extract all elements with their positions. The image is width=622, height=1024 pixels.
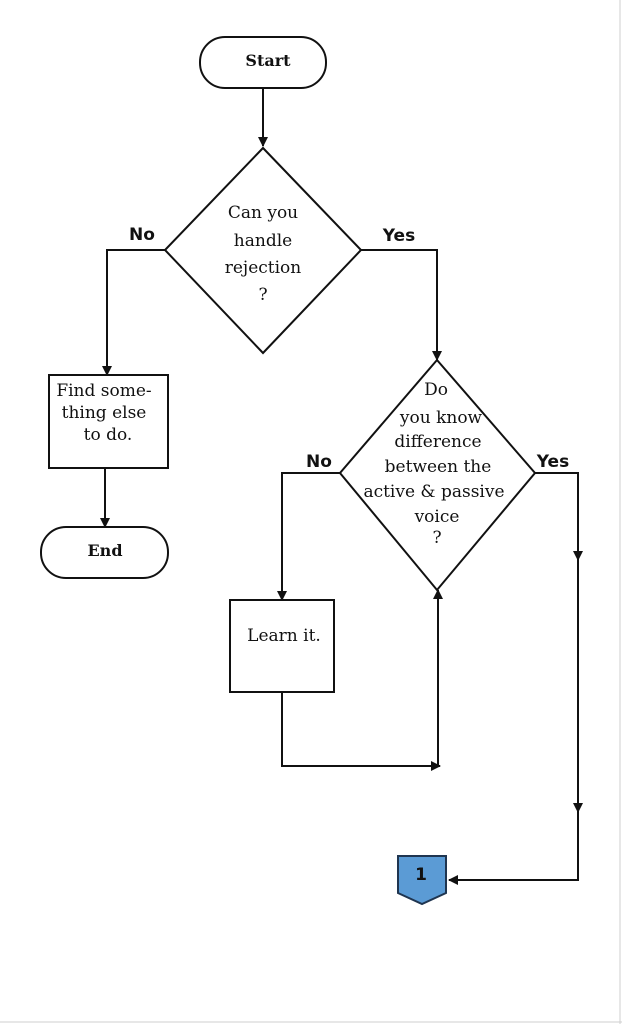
edge-label-q-voice-yes: Yes — [536, 452, 569, 472]
process-find-else-shape — [48, 374, 169, 469]
process-learn-it-shape — [229, 599, 335, 693]
decision-voice-line-4: between the — [385, 457, 492, 477]
process-find-else-line-2: thing else — [62, 403, 147, 423]
decision-voice: Do you know difference between the activ… — [338, 358, 537, 592]
process-learn-it-label: Learn it. — [247, 626, 321, 646]
end-terminal-shape — [40, 526, 169, 579]
edge-q-voice-yes — [448, 472, 579, 885]
offpage-connector-label: 1 — [415, 865, 427, 885]
edge-q-rejection-no — [102, 249, 165, 376]
decision-voice-line-5: active & passive — [363, 482, 504, 502]
decision-rejection-line-3: rejection — [225, 258, 302, 278]
end-terminal-label: End — [87, 541, 122, 560]
start-terminal-shape — [199, 36, 327, 89]
edge-label-q-voice-no: No — [306, 452, 332, 472]
edge-q-rejection-yes — [361, 249, 442, 361]
decision-rejection-line-4: ? — [258, 285, 267, 305]
edge-label-q-rejection-no: No — [129, 225, 155, 245]
offpage-connector-shape — [397, 855, 447, 906]
decision-voice-line-2: you know — [399, 408, 483, 428]
offpage-connector-1: 1 — [397, 855, 447, 906]
process-find-else-line-3: to do. — [84, 425, 133, 445]
edge-q-voice-no — [277, 472, 340, 601]
start-terminal: Start — [199, 36, 327, 89]
process-find-else-line-1: Find some- — [56, 381, 151, 401]
decision-voice-line-3: difference — [394, 432, 481, 452]
edge-label-q-rejection-yes: Yes — [382, 226, 415, 246]
process-learn-it: Learn it. — [229, 599, 335, 693]
decision-voice-line-7: ? — [432, 528, 441, 548]
decision-rejection-shape — [163, 146, 363, 355]
decision-voice-line-1: Do — [424, 380, 448, 400]
process-find-else: Find some- thing else to do. — [48, 374, 169, 469]
start-terminal-label: Start — [245, 51, 291, 70]
decision-voice-shape — [338, 358, 537, 592]
decision-voice-line-6: voice — [414, 507, 460, 527]
end-terminal: End — [40, 526, 169, 579]
decision-rejection-line-1: Can you — [228, 203, 298, 223]
decision-rejection: Can you handle rejection ? — [163, 146, 363, 355]
decision-rejection-line-2: handle — [234, 231, 292, 251]
